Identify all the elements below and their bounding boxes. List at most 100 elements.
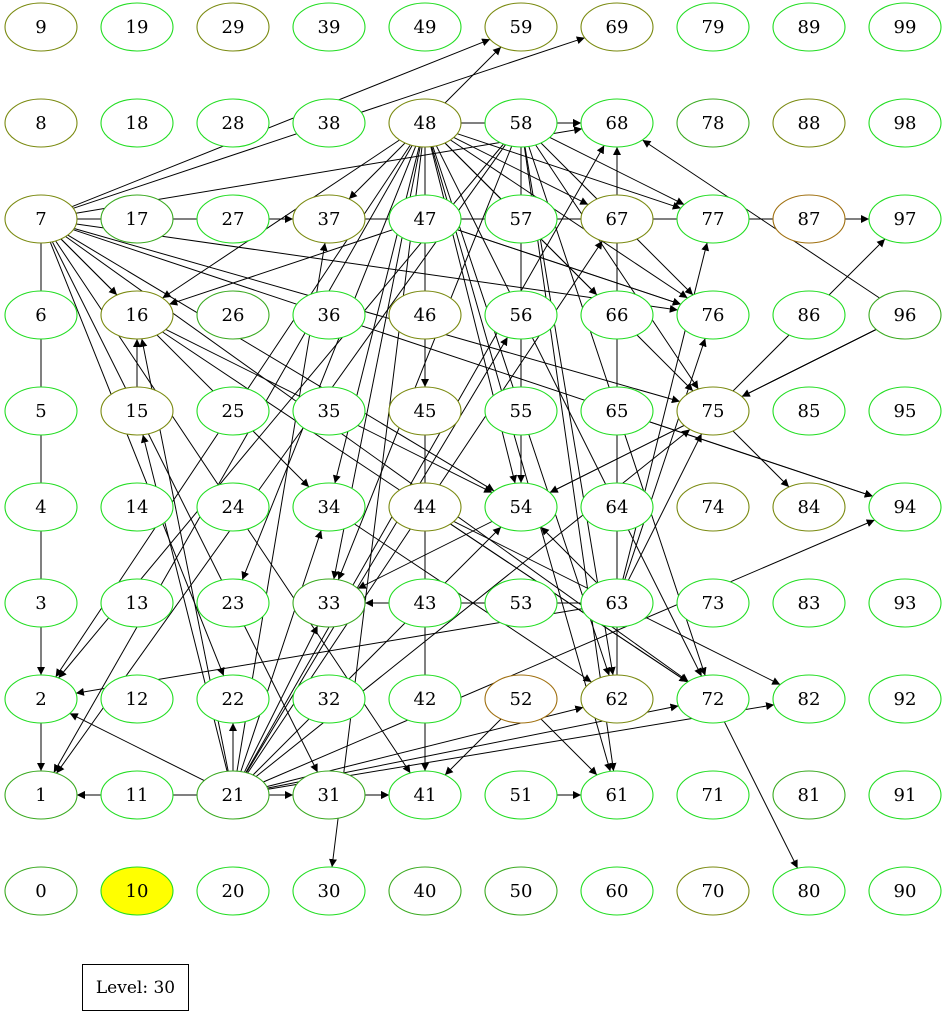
node-ellipse <box>388 290 462 340</box>
node-71: 71 <box>676 770 750 820</box>
node-ellipse <box>292 98 366 148</box>
node-label: 25 <box>222 401 245 422</box>
node-label: 89 <box>798 17 821 38</box>
node-ellipse <box>196 482 270 532</box>
node-label: 77 <box>702 209 725 230</box>
node-ellipse <box>772 98 846 148</box>
node-86: 86 <box>772 290 846 340</box>
node-label: 92 <box>894 689 917 710</box>
node-label: 76 <box>702 305 725 326</box>
node-ellipse <box>292 482 366 532</box>
node-41: 41 <box>388 770 462 820</box>
node-ellipse <box>292 770 366 820</box>
node-ellipse <box>196 290 270 340</box>
node-label: 98 <box>894 113 917 134</box>
node-ellipse <box>484 578 558 628</box>
node-label: 73 <box>702 593 725 614</box>
node-23: 23 <box>196 578 270 628</box>
node-40: 40 <box>388 866 462 916</box>
node-82: 82 <box>772 674 846 724</box>
node-60: 60 <box>580 866 654 916</box>
node-ellipse <box>388 674 462 724</box>
node-31: 31 <box>292 770 366 820</box>
node-ellipse <box>196 866 270 916</box>
node-ellipse <box>868 194 942 244</box>
node-63: 63 <box>580 578 654 628</box>
node-15: 15 <box>100 386 174 436</box>
node-label: 7 <box>35 209 46 230</box>
node-35: 35 <box>292 386 366 436</box>
node-ellipse <box>292 194 366 244</box>
node-label: 43 <box>414 593 437 614</box>
node-ellipse <box>580 290 654 340</box>
node-label: 96 <box>894 305 917 326</box>
edge-52-61 <box>540 718 598 776</box>
node-label: 46 <box>414 305 437 326</box>
node-label: 9 <box>35 17 46 38</box>
edge-7-54 <box>67 234 495 492</box>
node-ellipse <box>100 674 174 724</box>
node-20: 20 <box>196 866 270 916</box>
node-label: 26 <box>222 305 245 326</box>
node-ellipse <box>4 2 78 52</box>
node-ellipse <box>772 194 846 244</box>
node-ellipse <box>580 482 654 532</box>
node-label: 80 <box>798 881 821 902</box>
node-ellipse <box>388 770 462 820</box>
node-label: 59 <box>510 17 533 38</box>
node-label: 91 <box>894 785 917 806</box>
node-17: 17 <box>100 194 174 244</box>
node-ellipse <box>292 290 366 340</box>
node-ellipse <box>4 194 78 244</box>
node-label: 93 <box>894 593 917 614</box>
node-label: 78 <box>702 113 725 134</box>
node-ellipse <box>196 578 270 628</box>
node-36: 36 <box>292 290 366 340</box>
node-ellipse <box>100 770 174 820</box>
node-ellipse <box>772 578 846 628</box>
node-0: 0 <box>4 866 78 916</box>
node-9: 9 <box>4 2 78 52</box>
node-label: 58 <box>510 113 533 134</box>
node-ellipse <box>100 2 174 52</box>
node-label: 19 <box>126 17 149 38</box>
edge-47-16 <box>169 229 393 306</box>
node-label: 64 <box>606 497 629 518</box>
node-26: 26 <box>196 290 270 340</box>
node-ellipse <box>100 578 174 628</box>
node-ellipse <box>484 194 558 244</box>
edge-63-75 <box>627 433 703 581</box>
node-ellipse <box>196 674 270 724</box>
node-ellipse <box>580 770 654 820</box>
node-ellipse <box>580 866 654 916</box>
node-50: 50 <box>484 866 558 916</box>
node-48: 48 <box>388 98 462 148</box>
node-8: 8 <box>4 98 78 148</box>
node-73: 73 <box>676 578 750 628</box>
node-ellipse <box>772 866 846 916</box>
edge-63-76 <box>624 338 707 580</box>
node-ellipse <box>484 2 558 52</box>
node-ellipse <box>484 866 558 916</box>
node-42: 42 <box>388 674 462 724</box>
node-label: 51 <box>510 785 533 806</box>
edge-21-94 <box>263 519 875 783</box>
node-ellipse <box>196 2 270 52</box>
node-45: 45 <box>388 386 462 436</box>
node-91: 91 <box>868 770 942 820</box>
node-label: 16 <box>126 305 149 326</box>
node-label: 6 <box>35 305 46 326</box>
node-label: 5 <box>35 401 46 422</box>
node-ellipse <box>388 578 462 628</box>
node-39: 39 <box>292 2 366 52</box>
node-label: 71 <box>702 785 725 806</box>
node-label: 61 <box>606 785 629 806</box>
edge-21-56 <box>245 337 509 773</box>
node-ellipse <box>868 2 942 52</box>
node-51: 51 <box>484 770 558 820</box>
node-label: 22 <box>222 689 245 710</box>
edge-48-23 <box>241 146 417 580</box>
node-label: 3 <box>35 593 46 614</box>
node-label: 4 <box>35 497 46 518</box>
